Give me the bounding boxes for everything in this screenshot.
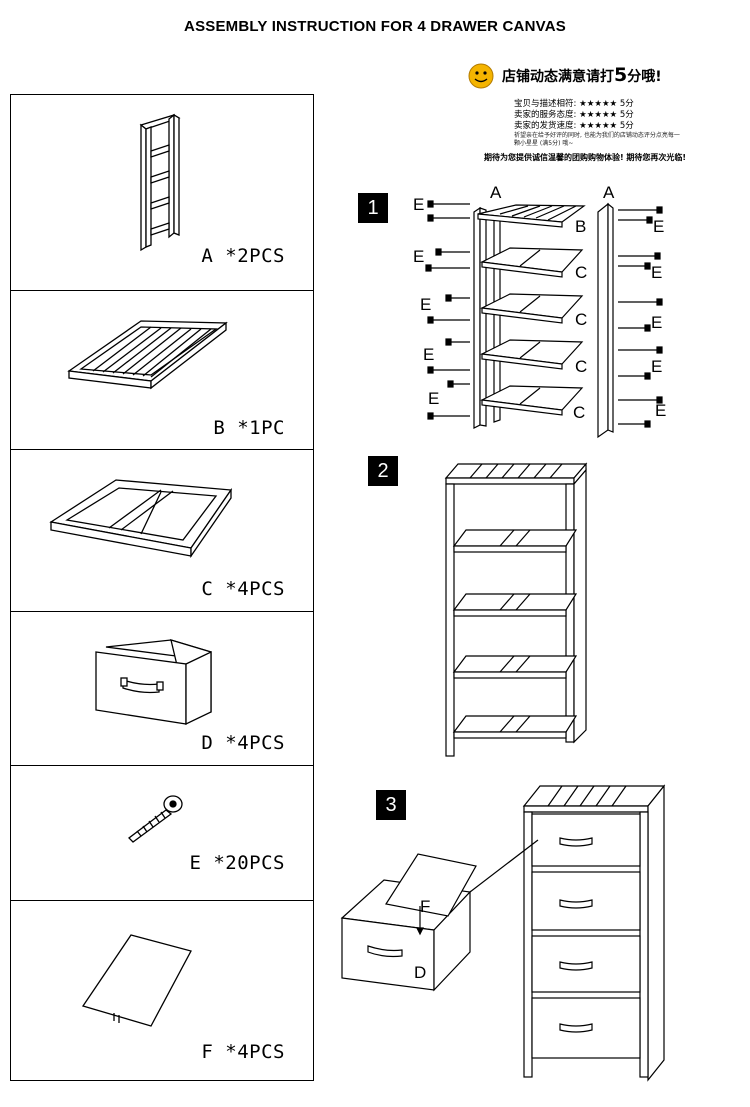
callout-a: A: [490, 183, 502, 202]
promo-footer: 期待为您提供诚信温馨的团购购物体验! 期待您再次光临!: [484, 153, 687, 162]
callout-e: E: [428, 389, 439, 408]
part-f-cell: F *4PCS: [11, 901, 313, 1082]
rating-row: 卖家的发货速度: ★★★★★ 5分: [514, 121, 634, 131]
part-a-cell: A *2PCS: [11, 95, 313, 291]
step-2-diagram: [444, 462, 588, 757]
callout-e: E: [413, 247, 424, 266]
callout-b: B: [575, 217, 586, 236]
part-e-cell: E *20PCS: [11, 766, 313, 901]
step-3-badge: 3: [376, 790, 406, 820]
part-f-label: F *4PCS: [201, 1041, 285, 1063]
shelf-frame-icon: [49, 479, 233, 559]
rating-row: 卖家的服务态度: ★★★★★ 5分: [514, 110, 634, 120]
page-title: ASSEMBLY INSTRUCTION FOR 4 DRAWER CANVAS: [184, 18, 566, 35]
smiley-icon: [468, 63, 494, 89]
callout-c: C: [575, 263, 587, 282]
callout-e: E: [655, 401, 666, 420]
part-a-label: A *2PCS: [201, 245, 285, 267]
part-b-cell: B *1PC: [11, 291, 313, 450]
step-3-diagram: [340, 784, 666, 1082]
callout-e: E: [413, 195, 424, 214]
screw-icon: [128, 795, 183, 843]
promo-headline: 店铺动态满意请打5分哦!: [502, 64, 662, 86]
part-c-label: C *4PCS: [201, 578, 285, 600]
callout-d: D: [414, 963, 426, 982]
callout-a: A: [603, 183, 615, 202]
callout-e: E: [651, 263, 662, 282]
part-d-label: D *4PCS: [201, 732, 285, 754]
step-1-labels: A A B E E E E E E E E E E C C C C: [413, 183, 666, 422]
callout-e: E: [651, 313, 662, 332]
top-panel-icon: [67, 320, 228, 390]
parts-list: A *2PCS B *1PC: [10, 94, 314, 1081]
step-1-badge: 1: [358, 193, 388, 223]
part-e-label: E *20PCS: [189, 852, 285, 874]
callout-f: F: [420, 897, 430, 916]
part-c-cell: C *4PCS: [11, 450, 313, 612]
canvas-drawer-icon: [95, 639, 212, 726]
bottom-board-icon: [81, 934, 192, 1027]
callout-c: C: [575, 357, 587, 376]
side-frame-icon: [139, 113, 181, 252]
callout-e: E: [420, 295, 431, 314]
part-b-label: B *1PC: [213, 417, 285, 439]
callout-e: E: [423, 345, 434, 364]
rating-row: 宝贝与描述相符: ★★★★★ 5分: [514, 99, 634, 109]
step-1-diagram: [425, 200, 663, 439]
step-2-badge: 2: [368, 456, 398, 486]
part-d-cell: D *4PCS: [11, 612, 313, 766]
callout-c: C: [575, 310, 587, 329]
callout-e: E: [653, 217, 664, 236]
rating-note: 祈望亲在给予好评的同时, 也能为我们的店铺动态评分点亮每一颗小星星 (满5分) …: [514, 132, 680, 147]
callout-c: C: [573, 403, 585, 422]
callout-e: E: [651, 357, 662, 376]
